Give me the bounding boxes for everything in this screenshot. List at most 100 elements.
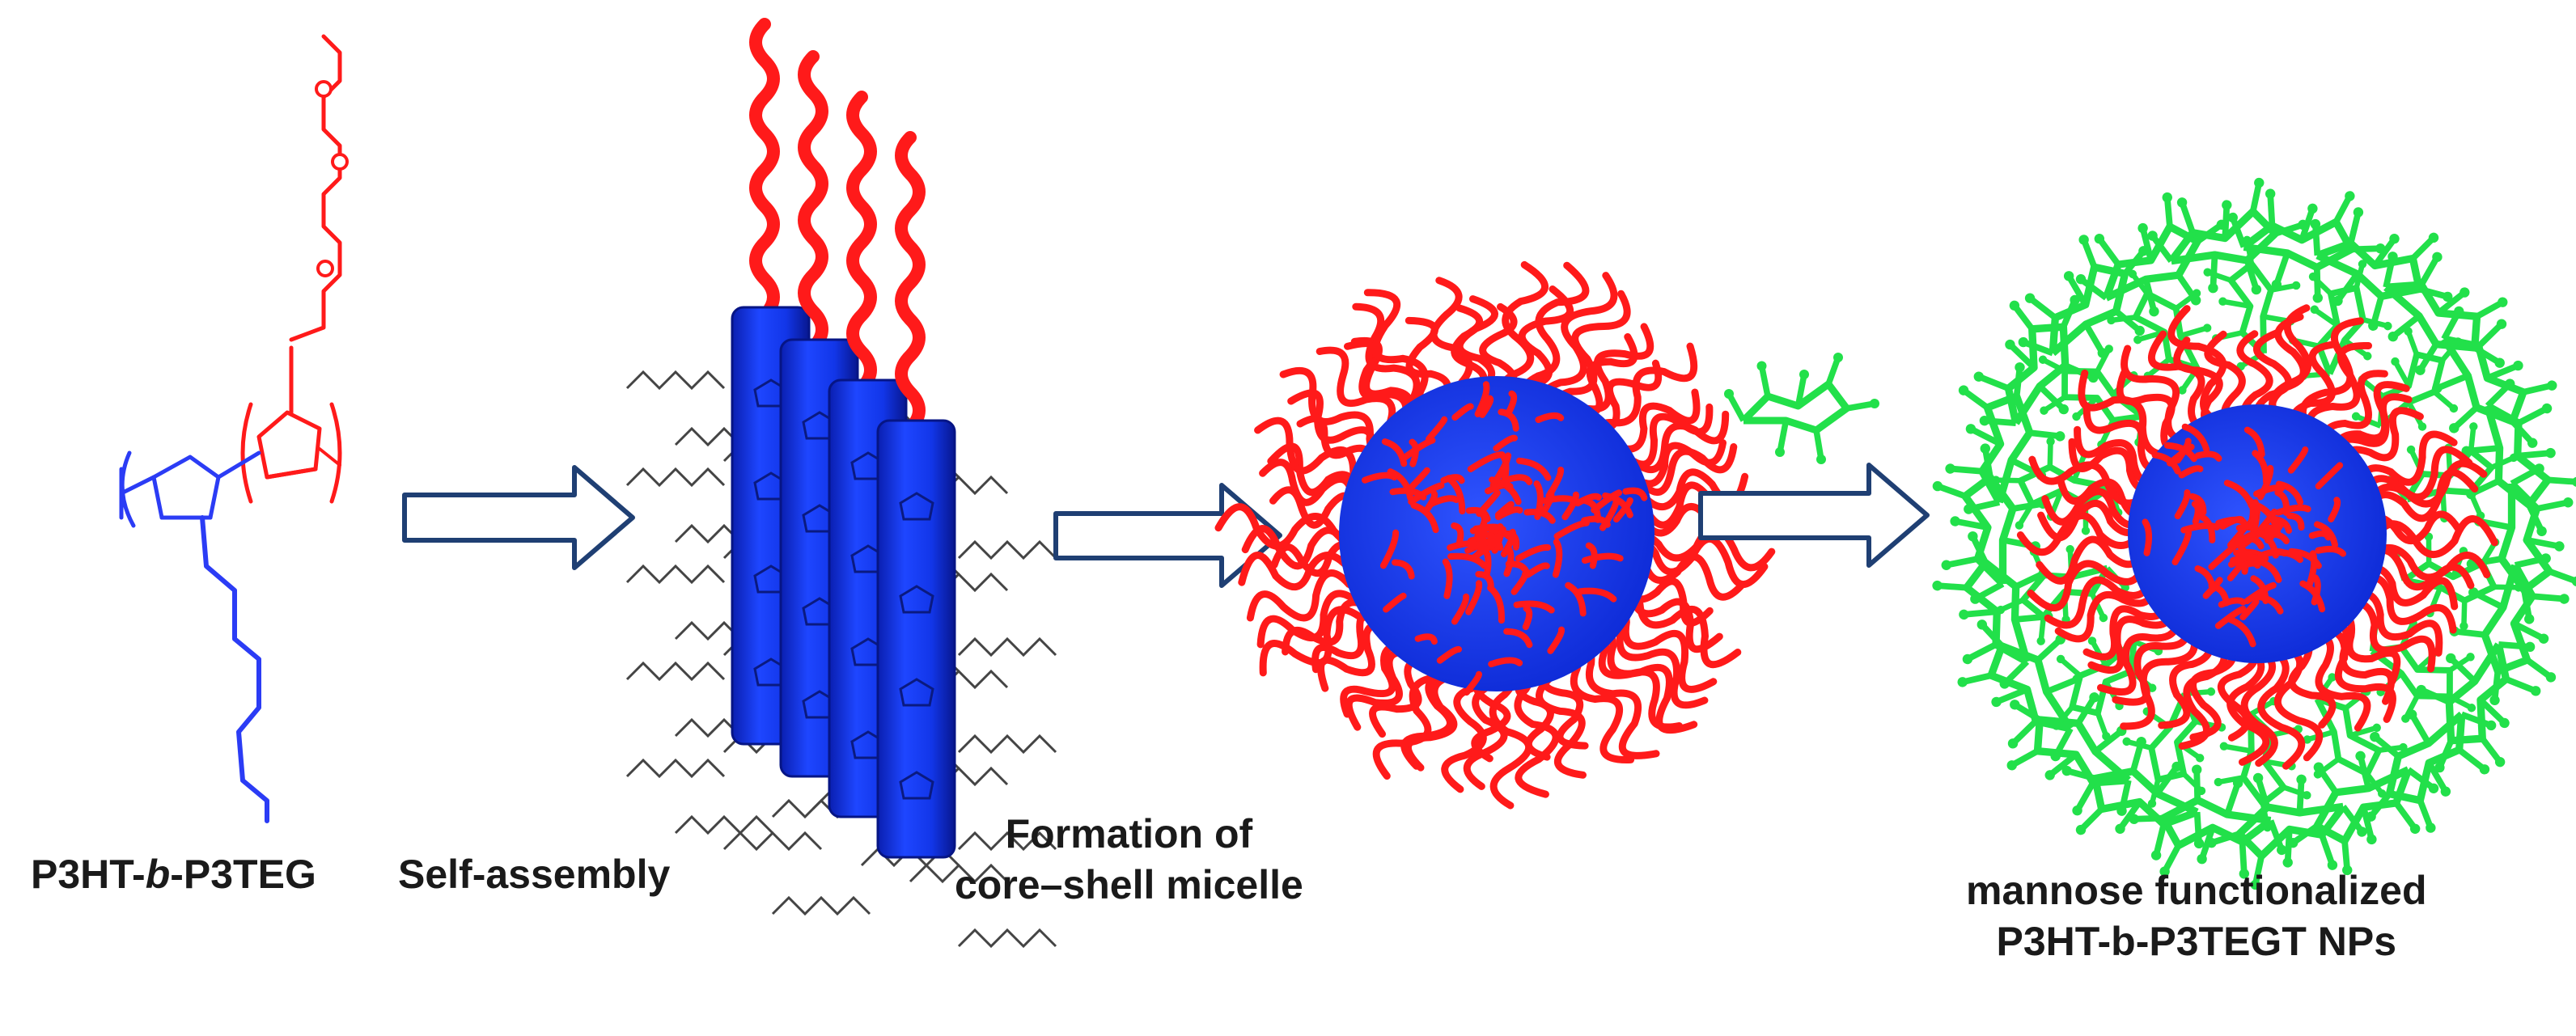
sugar-bond	[2222, 298, 2251, 309]
sugar-atom	[2572, 476, 2576, 488]
sugar-atom	[2357, 827, 2367, 837]
sugar-atom	[2243, 235, 2252, 245]
teg-chain	[895, 131, 926, 435]
sugar-bond	[2022, 339, 2054, 357]
np-core-strand	[2256, 529, 2279, 559]
sugar-bond	[2417, 799, 2434, 829]
ether-oxygen	[331, 153, 349, 171]
sugar-atom	[2056, 654, 2065, 664]
sugar-bond	[2139, 227, 2154, 261]
sugar-atom	[2459, 287, 2470, 298]
sugar-bond	[1758, 365, 1771, 397]
sugar-atom	[2192, 289, 2201, 298]
ether-oxygen	[315, 80, 333, 98]
sugar-atom	[2075, 274, 2087, 285]
np-core-strand	[2214, 606, 2247, 629]
alkyl-chain	[674, 814, 774, 835]
sugar-bond	[2432, 390, 2456, 411]
sugar-bond	[2312, 307, 2339, 328]
teg-side-chain	[289, 34, 342, 342]
core-chain-strand	[1506, 390, 1518, 415]
sugar-bond	[2418, 255, 2440, 287]
core-chain-strand	[1581, 515, 1611, 528]
sugar-bond	[2441, 310, 2462, 340]
core-chain-strand	[1494, 501, 1515, 518]
core-chain-strand	[1488, 529, 1518, 546]
core-chain-strand	[1622, 487, 1648, 501]
core-chain-strand	[1476, 489, 1501, 518]
sugar-ring	[2049, 263, 2129, 357]
sugar-atom	[1991, 476, 2001, 484]
sugar-bond	[2349, 725, 2378, 738]
sugar-bond	[2485, 362, 2519, 382]
sugar-atom	[2494, 756, 2506, 767]
sugar-bond	[2478, 697, 2507, 725]
p3ht-lamella	[876, 419, 956, 859]
sugar-bond	[2457, 747, 2487, 772]
sugar-atom	[2328, 673, 2337, 682]
sugar-ring	[2235, 802, 2346, 861]
np-core-strand	[2314, 521, 2338, 548]
sugar-bond	[1984, 417, 2016, 427]
sugar-atom	[1941, 560, 1951, 570]
micelle-label-line2: core–shell micelle	[955, 861, 1303, 907]
sugar-atom	[2251, 284, 2262, 295]
sugar-atom	[2291, 281, 2301, 290]
sugar-bond	[2485, 381, 2512, 408]
sugar-bond	[1813, 429, 1824, 460]
thiophene-ring-mark	[899, 678, 934, 707]
sugar-bond	[1969, 425, 2002, 447]
sugar-ring	[2241, 218, 2355, 272]
sugar-atom	[2206, 687, 2216, 696]
core-chain-strand	[1451, 522, 1464, 545]
sugar-atom	[2440, 786, 2451, 797]
sugar-bond	[2448, 656, 2477, 684]
core-chain-strand	[1467, 451, 1504, 472]
sugar-atom	[2531, 686, 2541, 696]
sugar-bond	[1726, 392, 1747, 422]
sugar-bond	[1966, 641, 1998, 662]
core-chain-strand	[1547, 626, 1566, 654]
sugar-bond	[2517, 405, 2548, 426]
np-core-strand	[2288, 548, 2322, 569]
core-chain-strand	[1477, 531, 1504, 552]
np-core-strand	[2226, 522, 2249, 548]
sugar-atom	[2353, 207, 2364, 218]
sugar-atom	[2389, 234, 2400, 244]
micelle-formation-label: Formation of core–shell micelle	[955, 809, 1303, 910]
sugar-atom	[2514, 583, 2523, 592]
np-core-strand	[2181, 423, 2210, 453]
sugar-atom	[2024, 293, 2036, 303]
core-chain-strand	[1513, 600, 1555, 614]
sugar-bond	[2498, 641, 2531, 650]
sugar-atom	[2417, 422, 2427, 431]
mannose-unit	[2288, 260, 2392, 381]
sugar-bond	[1977, 374, 2010, 391]
core-chain-strand	[1516, 457, 1552, 481]
sugar-ring	[1961, 473, 2017, 587]
np-core-strand	[2208, 582, 2230, 607]
mannose-unit	[2383, 252, 2508, 375]
sugar-atom	[2540, 553, 2551, 564]
sugar-ring	[2445, 642, 2510, 745]
sugar-atom	[1756, 361, 1767, 371]
sugar-ring	[2313, 766, 2413, 845]
core-chain-strand	[1410, 501, 1439, 534]
sugar-ring	[2132, 290, 2201, 372]
sugar-atom	[2227, 212, 2238, 223]
sugar-bond	[2406, 767, 2436, 791]
core-chain-strand	[1436, 645, 1462, 664]
sugar-atom	[2327, 860, 2338, 870]
alkyl-chain	[625, 758, 726, 779]
sugar-bond	[2273, 252, 2290, 286]
sugar-ring	[2033, 716, 2131, 787]
sugar-atom	[2489, 695, 2500, 706]
sugar-bond	[2230, 216, 2248, 248]
sugar-ring	[2227, 260, 2274, 356]
sugar-bond	[2029, 429, 2061, 440]
sugar-atom	[2214, 777, 2223, 787]
sugar-atom	[1979, 415, 1990, 426]
sugar-bond	[2223, 743, 2252, 754]
sugar-atom	[2137, 222, 2148, 234]
sugar-bond	[2347, 211, 2362, 244]
